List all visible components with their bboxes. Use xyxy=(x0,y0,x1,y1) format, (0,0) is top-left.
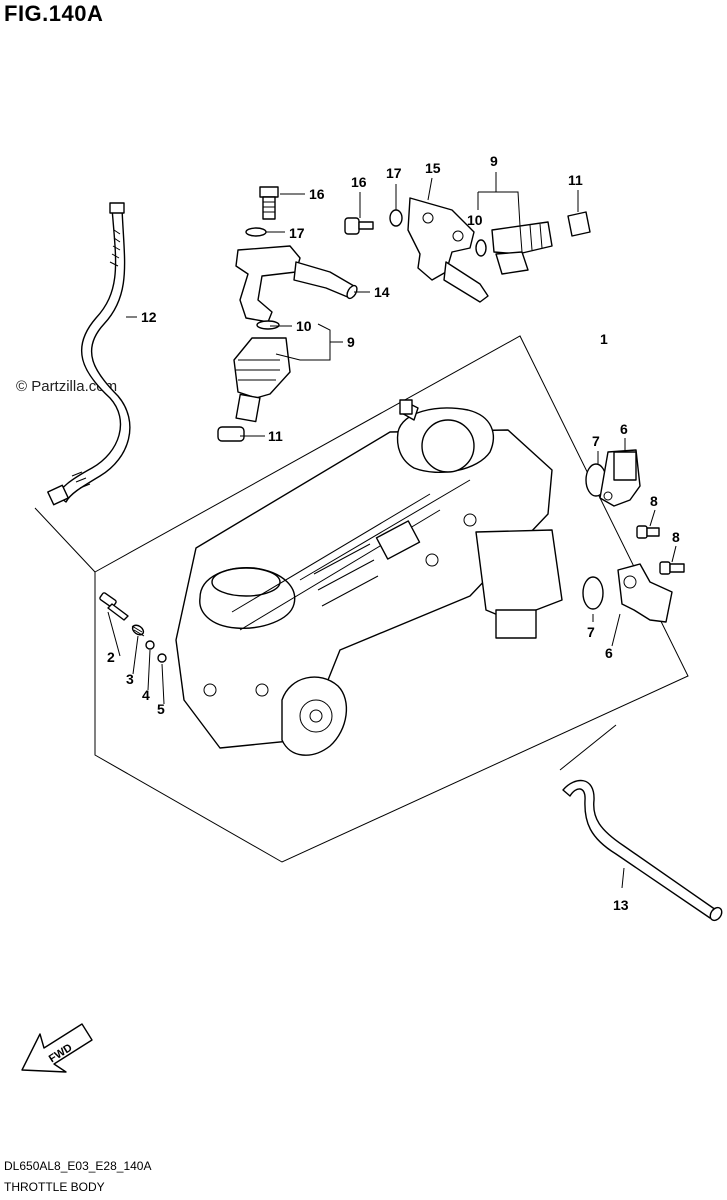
callout-6-upper[interactable]: 6 xyxy=(620,421,628,437)
callout-8-lower[interactable]: 8 xyxy=(672,529,680,545)
callout-labels: 1 2 3 4 5 6 6 7 7 8 8 9 9 10 10 11 11 12… xyxy=(107,153,680,913)
sensor-6-lower[interactable] xyxy=(617,563,673,623)
assembly-boundary xyxy=(94,335,689,863)
callout-10-lower[interactable]: 10 xyxy=(296,318,312,334)
diagram-caption: THROTTLE BODY xyxy=(4,1180,105,1194)
o-ring-10-lower[interactable] xyxy=(256,320,280,330)
callout-17-top[interactable]: 17 xyxy=(386,165,402,181)
fuel-pipe-15[interactable] xyxy=(407,197,489,303)
callout-14[interactable]: 14 xyxy=(374,284,390,300)
o-ring-10-top[interactable] xyxy=(475,239,487,257)
injector-9-lower[interactable] xyxy=(233,337,291,423)
o-ring-5[interactable] xyxy=(157,653,167,663)
screw-8-upper[interactable] xyxy=(636,525,660,539)
callout-17-left[interactable]: 17 xyxy=(289,225,305,241)
bolt-16-top[interactable] xyxy=(344,217,374,235)
bolt-16-left[interactable] xyxy=(259,186,279,220)
arrow-left-down-icon xyxy=(21,1023,93,1073)
fwd-direction-badge: FWD xyxy=(21,1023,93,1073)
callout-7-lower[interactable]: 7 xyxy=(587,624,595,640)
callout-4[interactable]: 4 xyxy=(142,687,150,703)
hose-12[interactable] xyxy=(47,202,131,506)
sensor-6-upper[interactable] xyxy=(599,449,641,507)
throttle-body-1[interactable] xyxy=(175,399,563,756)
washer-17-top[interactable] xyxy=(389,209,403,227)
callout-11-lower[interactable]: 11 xyxy=(268,428,283,444)
cushion-11-lower[interactable] xyxy=(217,426,245,442)
diagram-code: DL650AL8_E03_E28_140A xyxy=(4,1159,152,1173)
callout-13[interactable]: 13 xyxy=(613,897,629,913)
callout-3[interactable]: 3 xyxy=(126,671,134,687)
screw-2[interactable] xyxy=(99,592,129,621)
callout-10-top[interactable]: 10 xyxy=(467,212,483,228)
o-ring-7-lower[interactable] xyxy=(582,576,604,610)
callout-12[interactable]: 12 xyxy=(141,309,157,325)
fuel-pipe-14[interactable] xyxy=(235,245,359,323)
watermark: © Partzilla.com xyxy=(16,378,118,395)
callout-11-top[interactable]: 11 xyxy=(568,172,583,188)
injector-9-top[interactable] xyxy=(491,221,553,275)
callout-16-top[interactable]: 16 xyxy=(351,174,367,190)
callout-8-upper[interactable]: 8 xyxy=(650,493,658,509)
cushion-11-top[interactable] xyxy=(567,211,591,237)
hose-13[interactable] xyxy=(562,779,724,923)
callout-1[interactable]: 1 xyxy=(600,331,608,347)
screw-8-lower[interactable] xyxy=(659,561,685,575)
hose-boundary-link-lower xyxy=(559,724,617,771)
callout-6-lower[interactable]: 6 xyxy=(605,645,613,661)
washer-4[interactable] xyxy=(145,640,155,650)
callout-2[interactable]: 2 xyxy=(107,649,115,665)
callout-5[interactable]: 5 xyxy=(157,701,165,717)
callout-15[interactable]: 15 xyxy=(425,160,441,176)
figure-title: FIG.140A xyxy=(4,1,104,26)
callout-7-upper[interactable]: 7 xyxy=(592,433,600,449)
callout-16-left[interactable]: 16 xyxy=(309,186,325,202)
hose-boundary-link-upper xyxy=(34,507,96,573)
spring-3[interactable] xyxy=(131,623,145,637)
leader-lines xyxy=(107,172,677,889)
callout-9-lower[interactable]: 9 xyxy=(347,334,355,350)
callout-9-top[interactable]: 9 xyxy=(490,153,498,169)
washer-17-left[interactable] xyxy=(245,227,267,237)
